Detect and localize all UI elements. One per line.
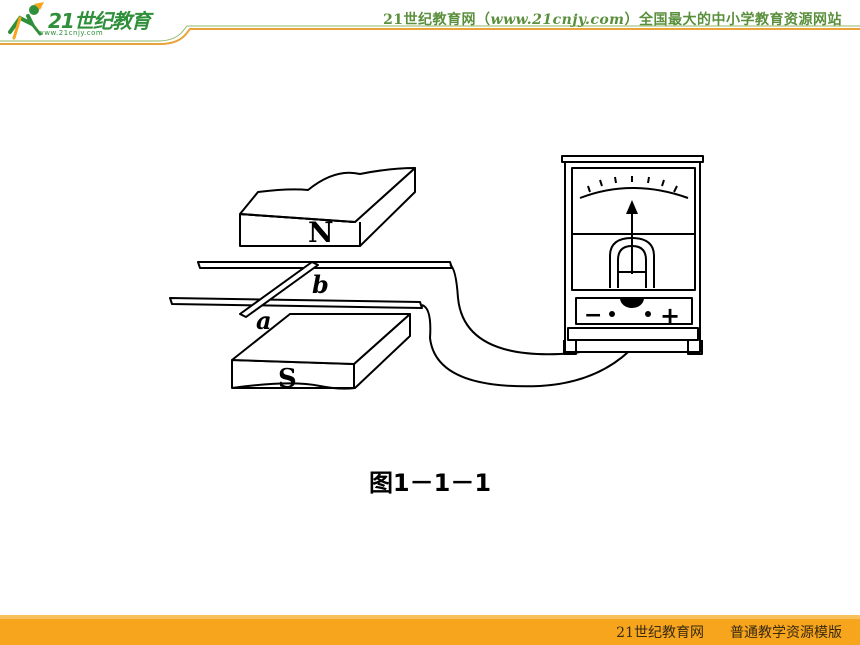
magnet-s-label: S	[278, 364, 297, 394]
tagline-suffix: ）全国最大的中小学教育资源网站	[624, 12, 842, 28]
magnet-s	[231, 313, 411, 390]
induction-apparatus-figure: N S b a − +	[140, 128, 725, 413]
figure-caption: 图1－1－1	[368, 469, 492, 497]
tagline-url[interactable]: www.21cnjy.com	[490, 12, 625, 28]
footer-text: 21世纪教育网 普通教学资源模版	[616, 622, 842, 642]
footer-bar	[0, 615, 860, 645]
header-divider-line	[0, 25, 860, 45]
terminal-minus	[609, 311, 615, 317]
rod-end-a-label: a	[256, 306, 272, 335]
meter-minus-label: −	[584, 303, 602, 328]
galvanometer-needle	[626, 200, 638, 274]
meter-plus-label: +	[660, 302, 680, 330]
footer-site-name[interactable]: 21世纪教育网	[616, 625, 704, 641]
rod-end-b-label: b	[312, 270, 329, 299]
tagline-prefix: 21世纪教育网（	[383, 12, 491, 28]
magnet-n	[239, 167, 416, 247]
logo-text: 21世纪教育	[48, 9, 151, 33]
logo-url: www.21cnjy.com	[38, 29, 104, 37]
footer-template-name: 普通教学资源模版	[730, 625, 842, 641]
magnet-n-label: N	[308, 216, 334, 249]
apparatus-diagram: N S b a − +	[169, 155, 704, 394]
zero-knob	[620, 298, 644, 308]
runner-logo-icon	[8, 2, 44, 40]
rail-upper	[197, 261, 453, 269]
rail-lower	[169, 297, 423, 309]
terminal-plus	[645, 311, 651, 317]
header-tagline: 21世纪教育网（www.21cnjy.com）全国最大的中小学教育资源网站	[383, 9, 842, 29]
site-logo[interactable]: 21世纪教育 www.21cnjy.com	[4, 2, 154, 42]
header: 21世纪教育 www.21cnjy.com 21世纪教育网（www.21cnjy…	[0, 0, 860, 45]
rod-ab	[239, 261, 319, 318]
